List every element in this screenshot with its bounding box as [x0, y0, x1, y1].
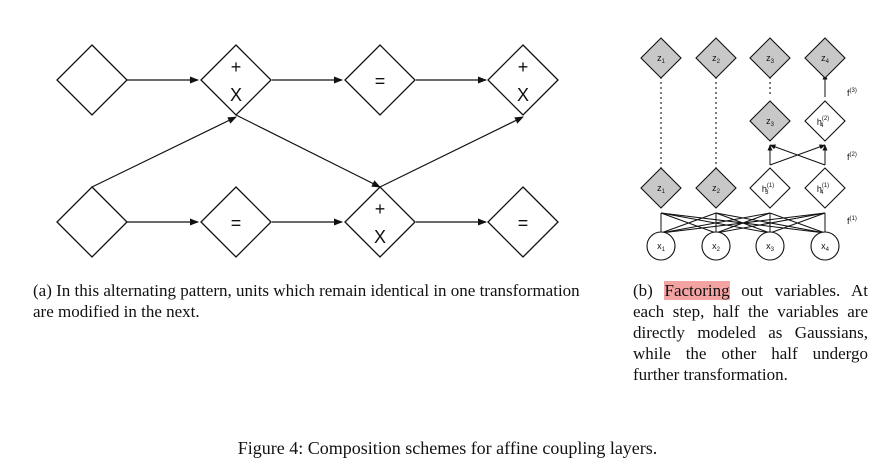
x3-input-node	[755, 231, 785, 261]
x1-input-node	[646, 231, 676, 261]
h4-1-node	[804, 167, 846, 209]
node-label: x3	[766, 241, 775, 253]
x4-input-node	[810, 231, 840, 261]
node-label: x4	[821, 241, 830, 253]
f3-label: f(3)	[847, 88, 857, 98]
equals-sign: =	[518, 213, 529, 233]
bottom-affine-node	[344, 186, 416, 258]
node-label: x2	[712, 241, 721, 253]
caption-b: (b) Factoring out variables. At each ste…	[633, 281, 868, 384]
z4-output-node	[804, 37, 846, 79]
caption-b-text: out variables. At each step, half the va…	[633, 281, 868, 384]
bottom-identity-node-1	[200, 186, 272, 258]
plus-sign: +	[518, 57, 529, 77]
node-label: z3	[766, 53, 775, 65]
node-label: z2	[712, 53, 721, 65]
equals-sign: =	[375, 71, 386, 91]
node-label: z3	[766, 116, 775, 128]
top-identity-node	[344, 44, 416, 116]
plus-sign: +	[375, 199, 386, 219]
node-label: z4	[821, 53, 830, 65]
plus-sign: +	[231, 57, 242, 77]
z3-output-node	[749, 37, 791, 79]
node-label: x1	[657, 241, 666, 253]
z1-factored-node	[640, 167, 682, 209]
caption-a: (a) In this alternating pattern, units w…	[33, 281, 580, 321]
times-sign: X	[230, 85, 242, 105]
z2-output-node	[695, 37, 737, 79]
z2-factored-node	[695, 167, 737, 209]
bottom-identity-node-3	[487, 186, 559, 258]
h3-1-node	[749, 167, 791, 209]
times-sign: X	[517, 85, 529, 105]
h4-2-node	[804, 100, 846, 142]
node-label: z1	[657, 53, 666, 65]
figure-caption: Figure 4: Composition schemes for affine…	[237, 438, 658, 458]
node-label: z2	[712, 183, 721, 195]
z1-output-node	[640, 37, 682, 79]
f1-connections	[660, 212, 826, 234]
f1-label: f(1)	[847, 216, 857, 226]
top-input-node	[56, 44, 128, 116]
top-affine-node-1	[200, 44, 272, 116]
times-sign: X	[374, 227, 386, 247]
f2-label: f(2)	[847, 152, 857, 162]
panel-b: z1 z2 z3 z4 z3 h(2)4 z1 z2 h(1)3 h(1)4 x…	[640, 37, 857, 261]
z3-factored-node	[749, 100, 791, 142]
equals-sign: =	[231, 213, 242, 233]
bottom-input-node	[56, 186, 128, 258]
top-affine-node-3	[487, 44, 559, 116]
panel-a: + X = + X = + X =	[56, 44, 559, 258]
highlighted-word: Factoring	[664, 281, 730, 300]
x2-input-node	[701, 231, 731, 261]
node-label: z1	[657, 183, 666, 195]
